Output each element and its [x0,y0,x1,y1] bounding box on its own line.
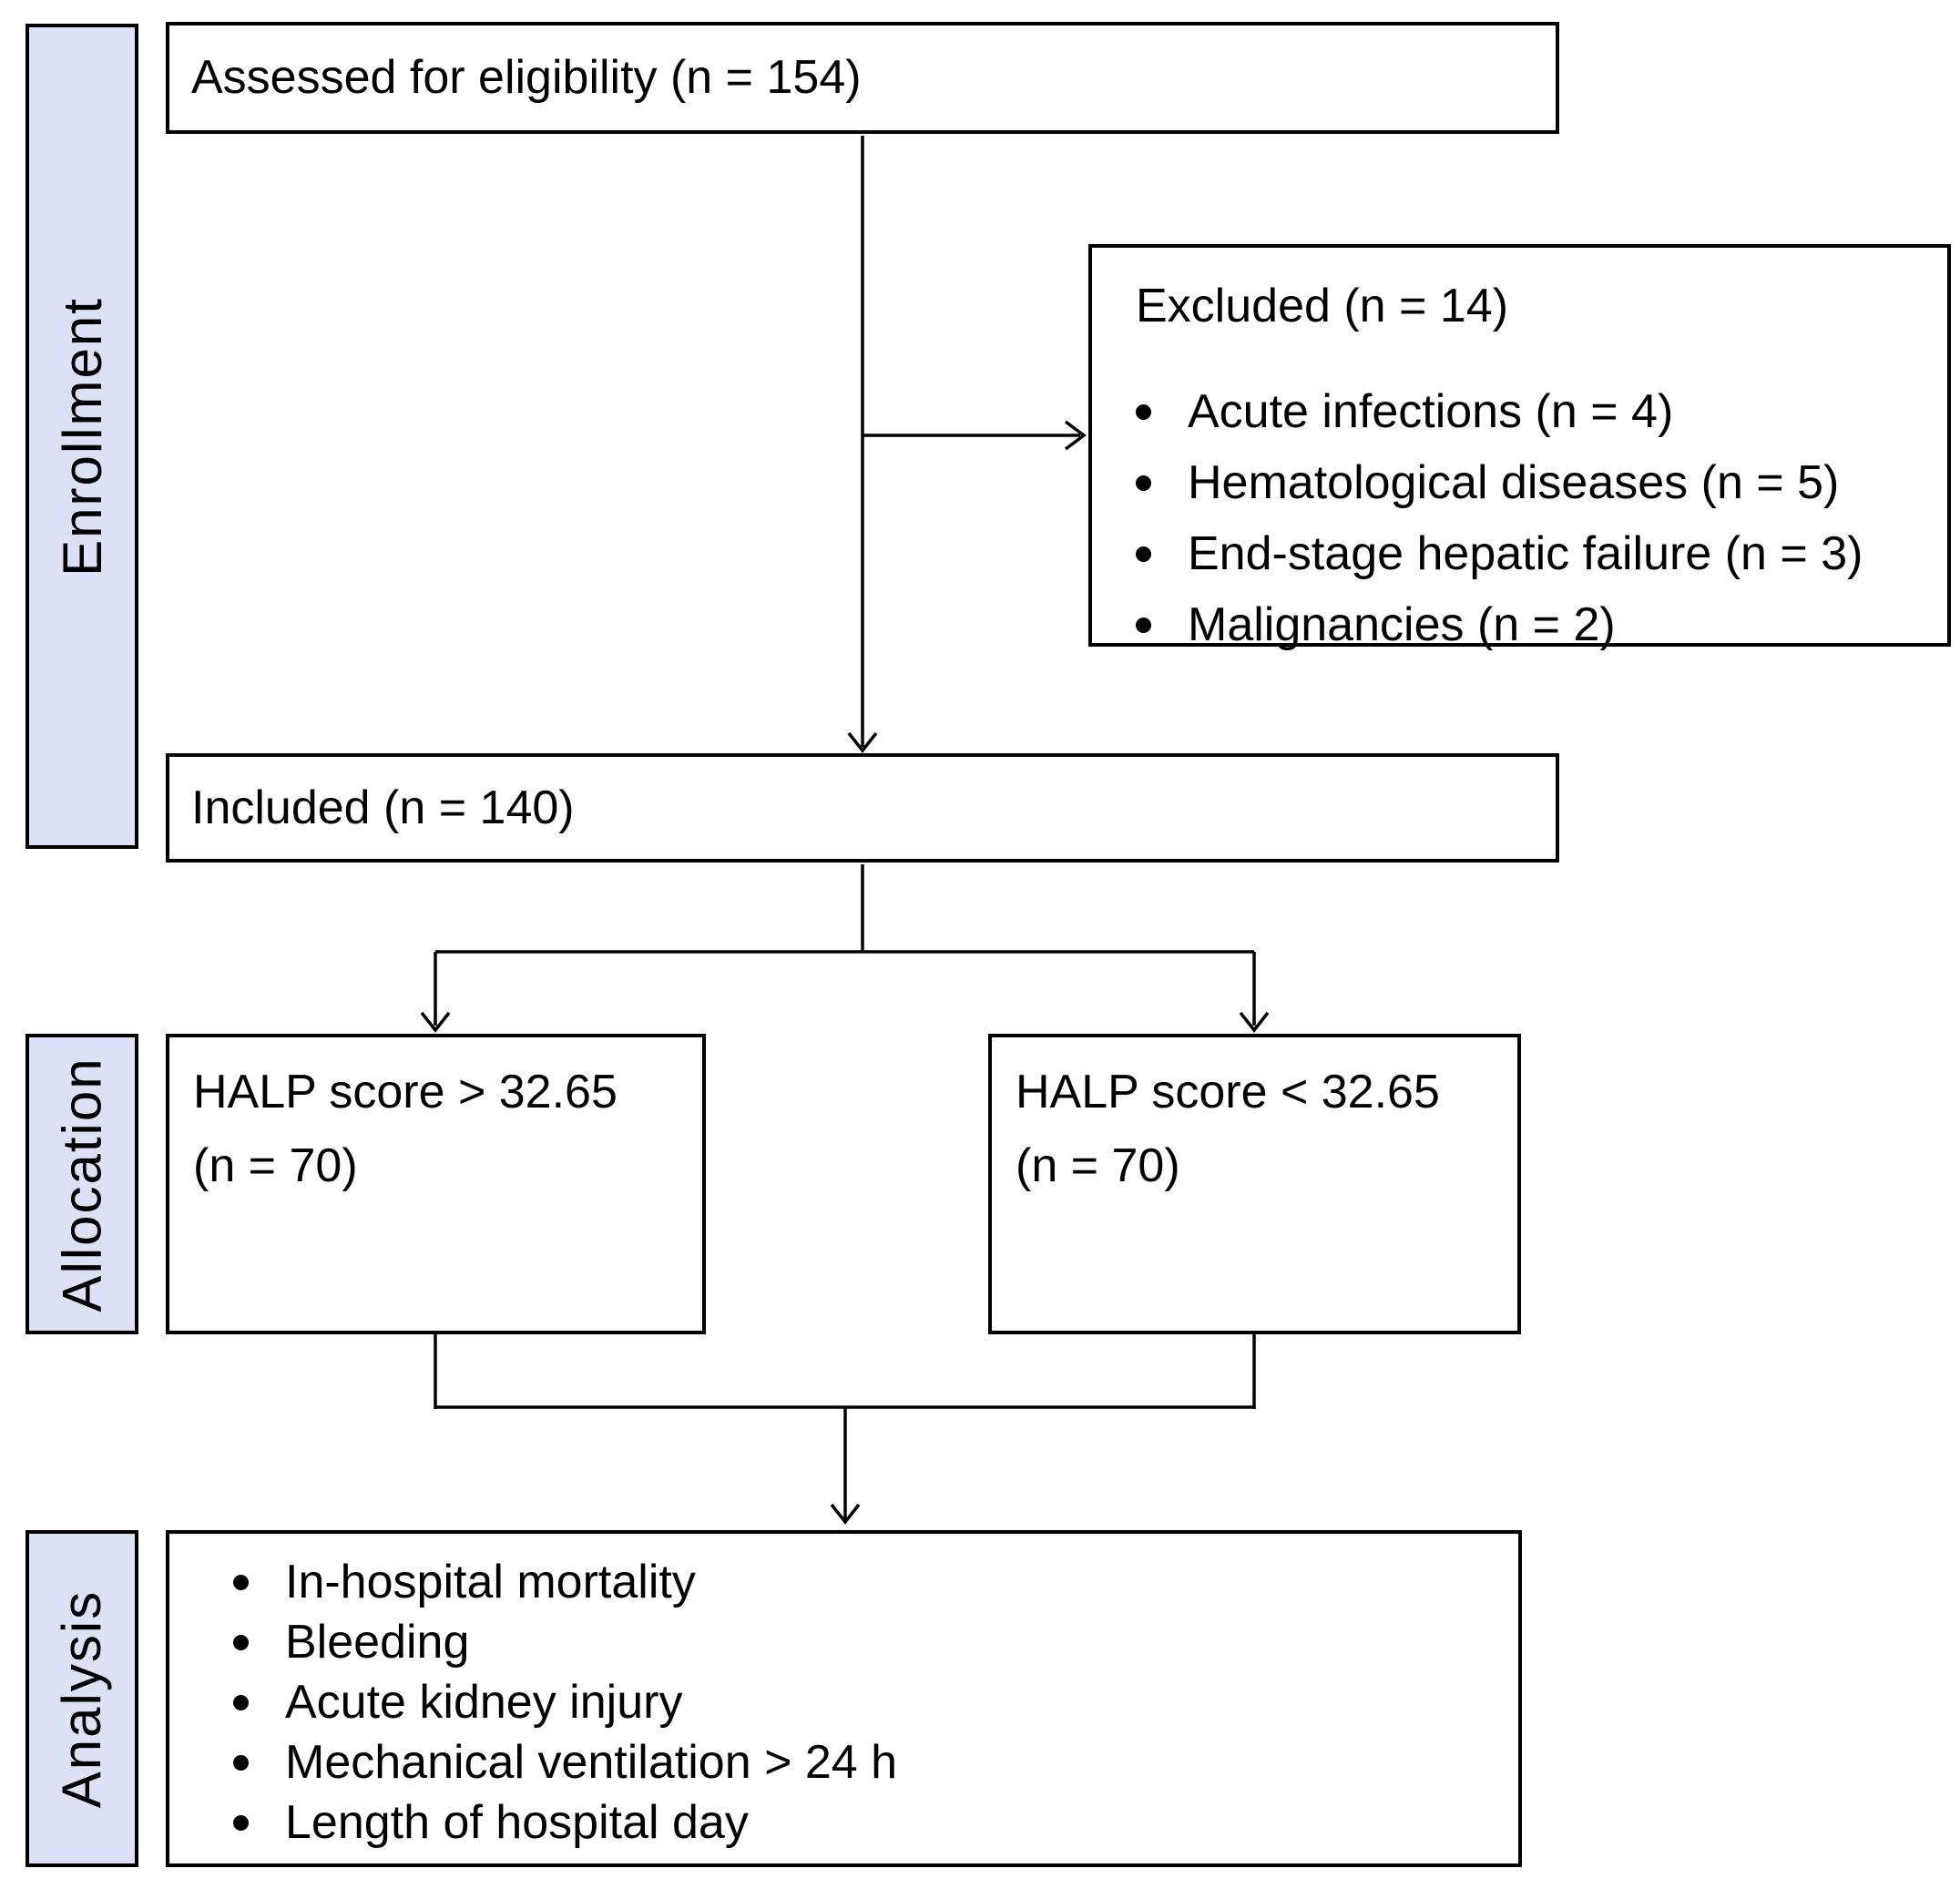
arrowhead-down-halp-low [1239,1011,1270,1033]
analysis-box: In-hospital mortality Bleeding Acute kid… [166,1530,1522,1867]
analysis-item: Length of hospital day [233,1792,1504,1853]
bullet-icon [233,1754,249,1771]
analysis-item-text: Mechanical ventilation > 24 h [285,1735,898,1789]
stage-allocation: Allocation [26,1034,138,1334]
analysis-item-text: Bleeding [285,1615,470,1669]
arrowhead-down-included [847,731,878,753]
bullet-icon [1136,617,1151,633]
arrowhead-right-excluded [1064,420,1087,451]
arrowhead-down-halp-high [420,1011,451,1033]
excluded-item-text: End-stage hepatic failure (n = 3) [1188,526,1863,580]
excluded-item: Acute infections (n = 4) [1136,376,1933,447]
analysis-item-text: Acute kidney injury [285,1675,683,1729]
analysis-list: In-hospital mortality Bleeding Acute kid… [233,1552,1504,1853]
excluded-item-text: Malignancies (n = 2) [1188,597,1616,651]
stage-enrollment-label: Enrollment [51,296,113,577]
bullet-icon [1136,546,1151,562]
stage-analysis-label: Analysis [51,1589,113,1808]
bullet-icon [1136,475,1151,491]
excluded-box: Excluded (n = 14) Acute infections (n = … [1088,244,1951,651]
bullet-icon [233,1694,249,1710]
analysis-item-text: In-hospital mortality [285,1555,696,1608]
arrowhead-down-analysis [830,1503,861,1525]
halp-low-line2: (n = 70) [1016,1139,1180,1192]
analysis-item: Mechanical ventilation > 24 h [233,1732,1504,1792]
stage-allocation-label: Allocation [51,1056,113,1312]
stage-analysis: Analysis [26,1530,138,1867]
assessed-text: Assessed for eligibility (n = 154) [191,51,862,104]
analysis-item: In-hospital mortality [233,1552,1504,1612]
excluded-item: Malignancies (n = 2) [1136,589,1933,660]
excluded-item: End-stage hepatic failure (n = 3) [1136,518,1933,589]
included-box: Included (n = 140) [166,753,1559,863]
included-text: Included (n = 140) [191,781,575,834]
excluded-list: Acute infections (n = 4) Hematological d… [1136,376,1933,660]
halp-high-line1: HALP score > 32.65 [193,1066,618,1118]
bullet-icon [233,1634,249,1650]
halp-high-line2: (n = 70) [193,1139,358,1192]
halp-score-high-box: HALP score > 32.65 (n = 70) [166,1034,706,1334]
stage-enrollment: Enrollment [26,24,138,849]
excluded-title: Excluded (n = 14) [1136,280,1509,332]
halp-low-line1: HALP score < 32.65 [1016,1066,1440,1118]
analysis-item: Bleeding [233,1612,1504,1672]
analysis-item-text: Length of hospital day [285,1795,749,1849]
bullet-icon [233,1574,249,1590]
assessed-for-eligibility-box: Assessed for eligibility (n = 154) [166,22,1559,134]
halp-score-low-box: HALP score < 32.65 (n = 70) [988,1034,1521,1334]
analysis-item: Acute kidney injury [233,1672,1504,1732]
bullet-icon [1136,403,1151,420]
excluded-item-text: Acute infections (n = 4) [1188,384,1674,438]
bullet-icon [233,1814,249,1831]
excluded-item: Hematological diseases (n = 5) [1136,447,1933,518]
excluded-item-text: Hematological diseases (n = 5) [1188,455,1840,509]
